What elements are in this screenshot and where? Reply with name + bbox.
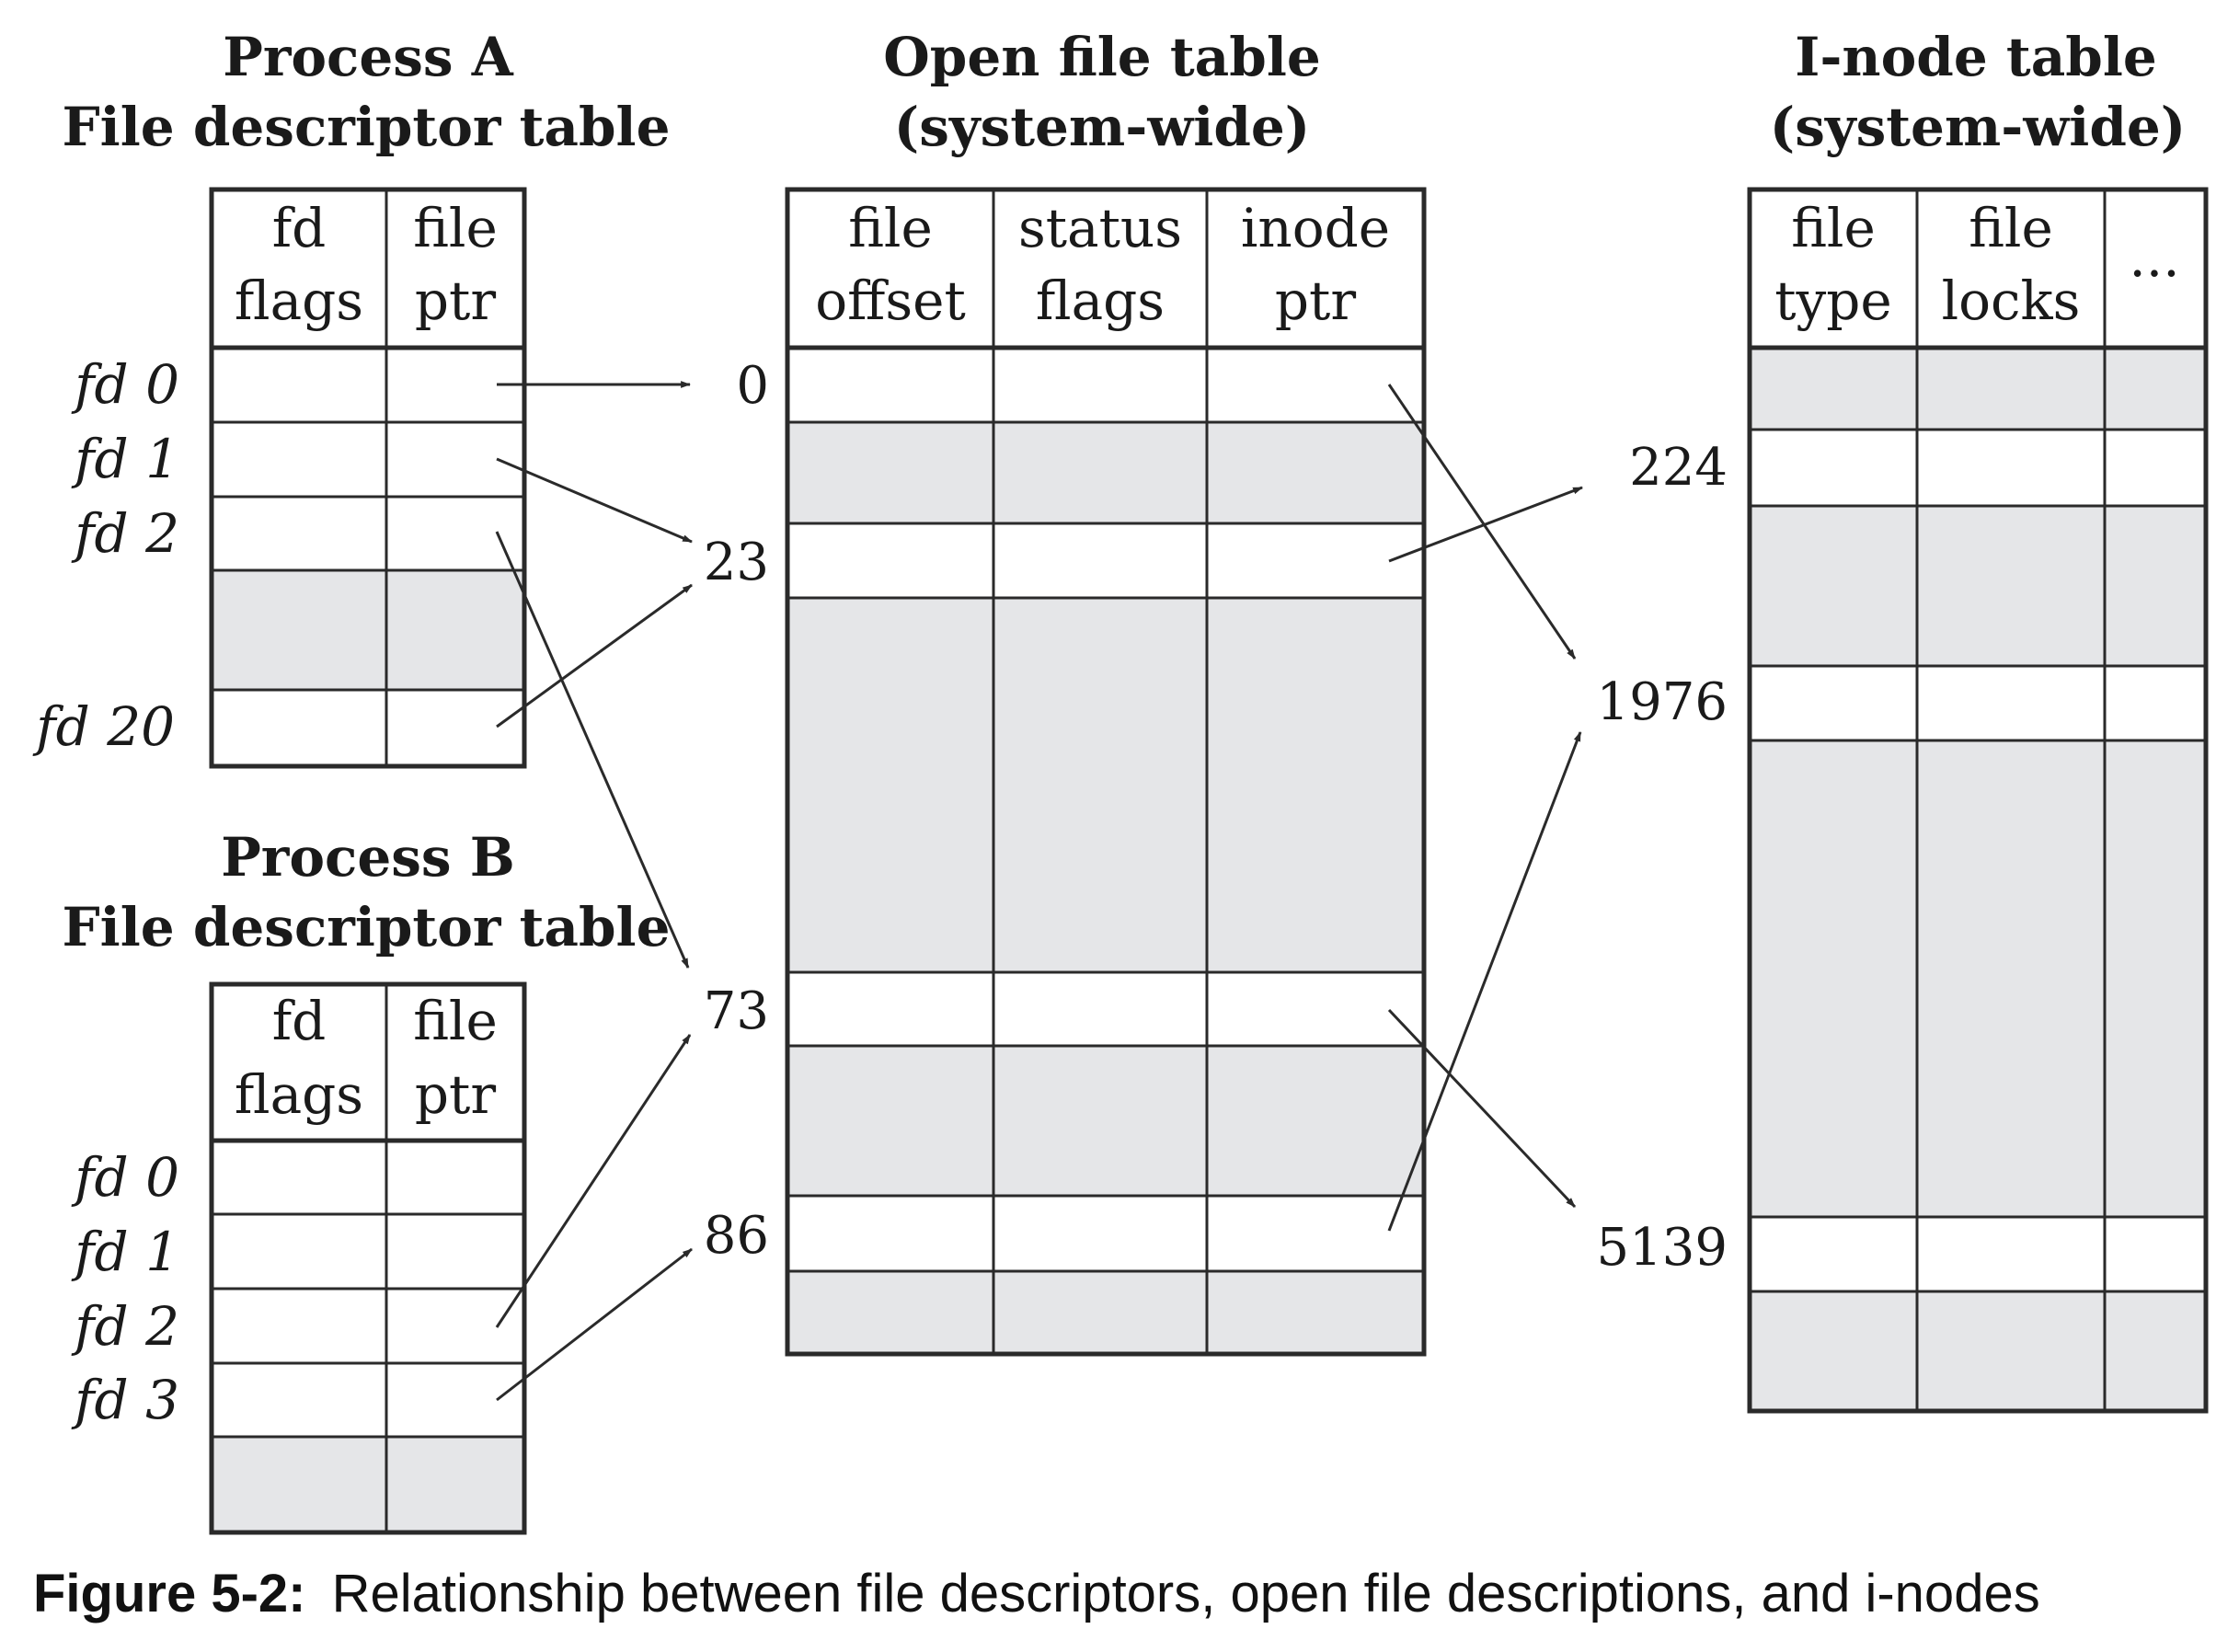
arrow-a-fd1-to-23 [496,457,694,544]
inode-table-subtitle: (system-wide) [1770,96,2186,158]
inode-row-index: 224 [1629,438,1728,498]
open-file-table-subtitle: (system-wide) [894,96,1310,158]
process-b-title: Process B [221,826,515,889]
inode-col-filelocks-line1: file [1969,197,2053,259]
open-file-table: Open file table (system-wide) file offse… [704,26,1427,1357]
process-b-table: Process B File descriptor table fd flags… [63,826,671,1535]
process-a-unused-rows [212,570,524,690]
inode-col-more: ... [2129,226,2179,289]
open-file-row-index: 23 [704,533,769,592]
process-b-subtitle: File descriptor table [63,896,671,958]
open-file-row-index: 0 [736,356,769,416]
process-a-col-fileptr-line2: ptr [415,270,496,332]
process-b-fd-label: fd 2 [71,1295,179,1358]
caption-text: Relationship between file descriptors, o… [332,1564,2040,1623]
open-file-row-index: 73 [704,981,769,1041]
process-a-fd-label: fd 0 [71,353,179,416]
process-a-title: Process A [223,26,514,88]
figure-caption: Figure 5-2: Relationship between file de… [33,1564,2040,1623]
open-file-col-status-line2: flags [1036,270,1165,332]
arrow-b-fd2-to-73 [495,1034,692,1328]
process-a-table: Process A File descriptor table fd flags… [32,26,671,769]
process-b-col-fileptr-line1: file [413,990,498,1052]
inode-row-index: 5139 [1596,1218,1728,1278]
process-b-col-fdflags-line1: fd [272,990,327,1052]
process-b-unused-rows [212,1437,524,1532]
process-a-frame [209,187,527,769]
open-file-col-inode-line2: ptr [1275,270,1356,332]
process-b-fd-label: fd 3 [71,1369,179,1431]
open-file-table-frame [785,187,1427,1357]
process-a-fd-label: fd 20 [32,695,175,758]
open-file-col-offset-line2: offset [815,270,966,332]
inode-row-index: 1976 [1596,672,1728,732]
process-b-fd-label: fd 0 [71,1146,179,1209]
inode-table: I-node table (system-wide) file type fil… [1596,26,2209,1414]
arrow-open86-to-1976 [1387,730,1582,1232]
inode-col-filetype-line1: file [1791,197,1876,259]
open-file-col-status-line1: status [1018,197,1182,259]
open-file-table-title: Open file table [883,26,1321,88]
process-b-col-fdflags-line2: flags [235,1063,363,1126]
inode-col-filetype-line2: type [1774,270,1892,332]
process-a-col-fileptr-line1: file [413,197,498,259]
arrow-b-fd3-to-86 [496,1247,693,1402]
arrow-a-fd2-to-73 [495,531,690,969]
process-a-col-fdflags-line1: fd [272,197,327,259]
process-a-col-fdflags-line2: flags [235,270,363,332]
arrow-open23-to-224 [1388,486,1584,563]
arrow-open0-to-1976 [1387,384,1577,660]
process-a-fd-label: fd 2 [71,502,179,565]
open-file-row-index: 86 [704,1206,769,1266]
open-file-col-inode-line1: inode [1241,197,1390,259]
inode-col-filelocks-line2: locks [1942,270,2081,332]
reference-arrows [495,381,1584,1402]
process-b-frame [209,981,527,1535]
process-b-col-fileptr-line2: ptr [415,1063,496,1126]
inode-table-frame [1747,187,2209,1414]
process-a-fd-label: fd 1 [71,428,179,490]
caption-label: Figure 5-2: [33,1564,306,1623]
open-file-col-offset-line1: file [848,197,933,259]
arrow-a-fd20-to-23 [496,583,693,728]
process-a-subtitle: File descriptor table [63,96,671,158]
process-b-fd-label: fd 1 [71,1221,179,1283]
arrow-open73-to-5139 [1387,1008,1577,1209]
inode-table-title: I-node table [1795,26,2157,88]
